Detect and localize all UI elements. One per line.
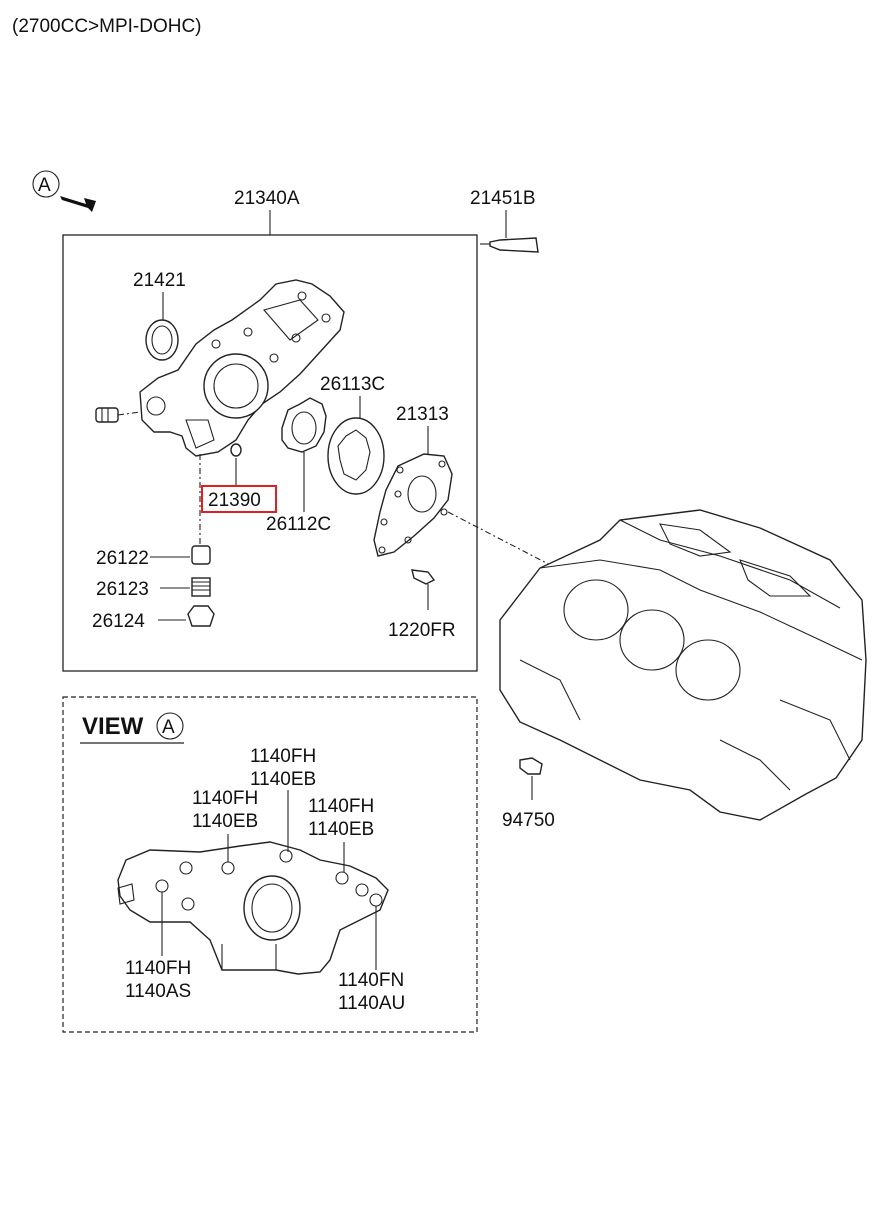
highlight-box-21390: [201, 485, 277, 513]
plug-26124: [158, 605, 215, 627]
engine-spec-header: (2700CC>MPI-DOHC): [12, 16, 202, 37]
label-94750[interactable]: 94750: [502, 810, 555, 831]
view-marker-letter: A: [38, 175, 51, 196]
outer-rotor-26113c: [327, 417, 385, 495]
bolt-top-center-b[interactable]: 1140EB: [250, 769, 316, 790]
view-direction-arrow-icon: [60, 196, 96, 212]
sealant-tube-icon: [480, 237, 539, 253]
oil-pump-body: [139, 279, 345, 457]
pump-cover-21313: [373, 453, 453, 557]
bolt-bottom-left-a[interactable]: 1140FH: [125, 958, 191, 979]
label-26112c[interactable]: 26112C: [266, 514, 331, 535]
label-26124[interactable]: 26124: [92, 611, 145, 632]
o-ring-21390: [230, 443, 242, 486]
view-title: VIEW: [82, 713, 144, 740]
inner-rotor-26112c: [281, 397, 327, 453]
assembly-box: [62, 234, 478, 672]
plunger-26122: [150, 545, 211, 565]
engine-block: [499, 509, 867, 821]
bolt-top-right-b[interactable]: 1140EB: [308, 819, 374, 840]
bolt-bottom-right-b[interactable]: 1140AU: [338, 993, 405, 1014]
label-21390[interactable]: 21390: [208, 490, 261, 511]
pump-rear-view: [117, 841, 389, 975]
label-1220fr[interactable]: 1220FR: [388, 620, 456, 641]
bolt-top-right-a[interactable]: 1140FH: [308, 796, 374, 817]
bolt-bottom-right-a[interactable]: 1140FN: [338, 970, 404, 991]
bolt-top-left-a[interactable]: 1140FH: [192, 788, 258, 809]
label-21421[interactable]: 21421: [133, 270, 186, 291]
label-26122[interactable]: 26122: [96, 548, 149, 569]
label-21340a[interactable]: 21340A: [234, 188, 300, 209]
view-a-box: [62, 696, 478, 1033]
pump-plug-fitting: [95, 407, 141, 423]
label-21451b[interactable]: 21451B: [470, 188, 536, 209]
label-26123[interactable]: 26123: [96, 579, 149, 600]
view-title-circle-icon: [156, 712, 184, 740]
spring-26123: [160, 577, 211, 597]
view-title-letter: A: [162, 717, 175, 738]
bolt-top-left-b[interactable]: 1140EB: [192, 811, 258, 832]
cover-screw-1220fr: [411, 569, 436, 610]
bolt-top-center-a[interactable]: 1140FH: [250, 746, 316, 767]
sensor-94750: [519, 757, 543, 800]
label-26113c[interactable]: 26113C: [320, 374, 385, 395]
view-a-marker: A: [32, 170, 96, 212]
bolt-bottom-left-b[interactable]: 1140AS: [125, 981, 191, 1002]
oil-seal-21421: [145, 319, 179, 361]
label-21313[interactable]: 21313: [396, 404, 449, 425]
view-marker-circle-icon: [32, 170, 60, 198]
